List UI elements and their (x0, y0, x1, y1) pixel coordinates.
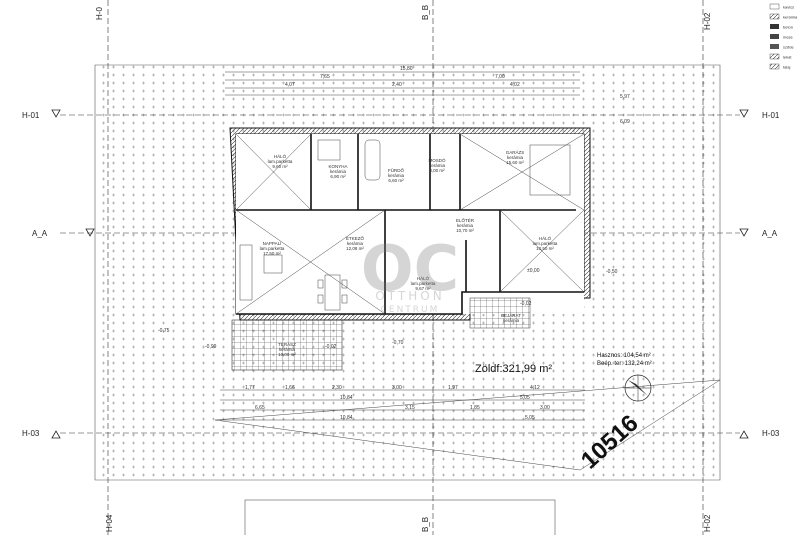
room-name: BEJÁRAT (501, 312, 521, 318)
useful-area-label: Hasznos: 104,54 m² (597, 353, 651, 359)
room-name: MOSDÓ (428, 157, 446, 163)
room-name: ÉTKEZŐ (346, 235, 365, 241)
dimension: 15,80 (400, 66, 413, 72)
level-mark: -0,50 (606, 269, 618, 275)
axis-label: A_A (32, 229, 48, 238)
axis-label: H-02 (703, 12, 712, 30)
dimension: 2,30 (332, 385, 342, 391)
dimension: 3,00 (540, 405, 550, 411)
axis-triangle-icons (51, 109, 749, 439)
dimension: 10,84 (340, 395, 353, 401)
dimension: 6,65 (255, 405, 265, 411)
room-name: HÁLÓ (274, 153, 287, 159)
room-name: FÜRDŐ (388, 167, 404, 173)
level-mark: -0,99 (205, 344, 217, 350)
north-arrow-icon (624, 374, 652, 402)
legend: kavics kerámia beton mese sződe lekat ta… (769, 3, 798, 70)
dimension: 2,40 (392, 82, 402, 88)
otthon-centrum-watermark: OC OTTHON CENTRUM (361, 232, 459, 315)
axis-label: B_B (421, 5, 430, 20)
axis-label: H-04 (105, 514, 114, 532)
dimension: 6,09 (620, 119, 630, 125)
room-name: HÁLÓ (417, 275, 430, 281)
dimension: 4,02 (510, 82, 520, 88)
axis-label: H-01 (762, 111, 780, 120)
dimension: 1,66 (285, 385, 295, 391)
legend-item: talaj (783, 65, 790, 70)
room-name: GARÁZS (506, 149, 525, 155)
terrace (231, 319, 343, 371)
room-name: HÁLÓ (539, 235, 552, 241)
dimension: 1,77 (245, 385, 255, 391)
level-mark: -0,70 (392, 340, 404, 346)
dimension-lines-bottom (220, 389, 585, 421)
legend-item: kavics (783, 5, 794, 10)
axis-label: A_A (762, 229, 778, 238)
svg-text:OTTHON: OTTHON (375, 289, 444, 303)
room-name: NAPPALI (263, 241, 282, 246)
axis-label: H-02 (703, 514, 712, 532)
dimension: 4,12 (530, 385, 540, 391)
neighbor-building (244, 499, 556, 535)
dimension: 4,07 (285, 82, 295, 88)
axis-label: H-03 (762, 429, 780, 438)
room-name: KONYHA (328, 164, 347, 169)
level-mark: -0,75 (158, 328, 170, 334)
axis-label: H-01 (22, 111, 40, 120)
entrance-steps (469, 297, 531, 329)
axis-label: H-03 (22, 429, 40, 438)
level-mark: ±0,00 (527, 268, 540, 274)
svg-text:CENTRUM: CENTRUM (381, 305, 440, 315)
legend-item: mese (783, 35, 794, 40)
legend-item: lekat (783, 55, 792, 60)
dimension: 5,05 (520, 395, 530, 401)
built-area-label: Beép. ter: 132,24 m² (597, 361, 652, 367)
dimension: 3,15 (405, 405, 415, 411)
room-name: ELŐTÉR (456, 217, 475, 223)
level-mark: -0,02 (520, 301, 532, 307)
dimension: 1,85 (470, 405, 480, 411)
dimension: 5,05 (525, 415, 535, 421)
building (229, 127, 591, 321)
dimension: 3,00 (392, 385, 402, 391)
legend-item: sződe (783, 45, 794, 50)
dimension: 1,97 (448, 385, 458, 391)
dimension: 7,00 (495, 74, 505, 80)
dimension: 10,84 (340, 415, 353, 421)
axis-label: B_B (421, 517, 430, 532)
dimension: 5,97 (620, 94, 630, 100)
legend-item: beton (783, 25, 793, 30)
legend-item: kerámia (783, 15, 798, 20)
svg-text:OC: OC (361, 232, 459, 305)
dimension: 7,65 (320, 74, 330, 80)
green-area-label: Zöldf:321,99 m² (475, 363, 552, 375)
room-name: TERASZ (278, 342, 296, 347)
level-mark: -0,02 (325, 344, 337, 350)
axis-label: H-0 (95, 7, 104, 20)
dimension-lines-top (225, 71, 580, 96)
